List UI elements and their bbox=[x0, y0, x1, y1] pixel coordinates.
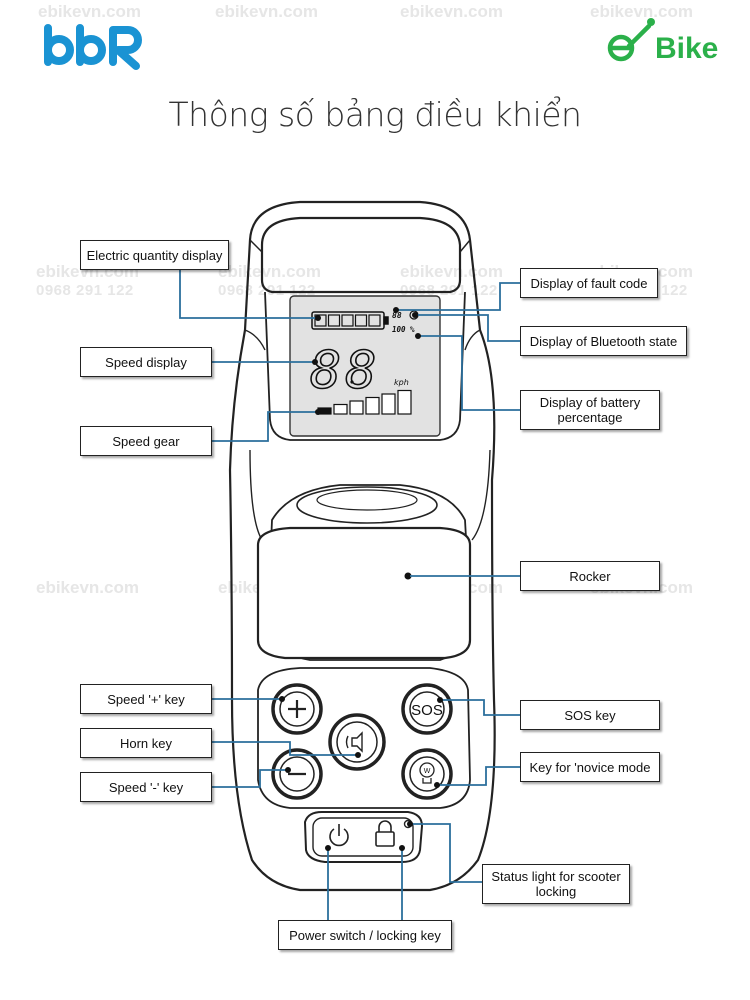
watermark: ebikevn.com bbox=[590, 2, 693, 21]
power-icon bbox=[329, 824, 349, 847]
leader-electric bbox=[179, 270, 318, 319]
battery-cell bbox=[354, 314, 368, 327]
ebike-logo: Bike bbox=[607, 18, 718, 65]
callout-battery-percentage: Display of battery percentage bbox=[520, 390, 660, 430]
lock-icon bbox=[375, 820, 395, 847]
screen-bezel bbox=[264, 291, 466, 441]
leader-horn bbox=[212, 741, 358, 756]
battery-cell bbox=[341, 314, 354, 327]
battery-bar bbox=[311, 311, 389, 330]
rocker bbox=[256, 526, 472, 660]
sos-button bbox=[401, 683, 453, 735]
callout-sos: SOS key bbox=[520, 700, 660, 730]
callout-rocker: Rocker bbox=[520, 561, 660, 591]
leader-battery bbox=[418, 335, 520, 411]
battery-percent-text: 100 % bbox=[392, 325, 415, 334]
leader-speed-minus bbox=[212, 769, 288, 788]
watermark: ebikevn.com bbox=[215, 2, 318, 21]
ebike-logo-text: Bike bbox=[655, 32, 718, 65]
callout-fault-code: Display of fault code bbox=[520, 268, 658, 298]
sos-button-label: SOS bbox=[411, 702, 443, 719]
leader-novice bbox=[437, 766, 520, 786]
battery-cells bbox=[314, 314, 381, 327]
button-panel bbox=[257, 667, 471, 809]
callout-electric-quantity: Electric quantity display bbox=[80, 240, 229, 270]
callout-speed-plus: Speed '+' key bbox=[80, 684, 212, 714]
horn-button bbox=[328, 713, 386, 771]
speed-plus-button bbox=[271, 683, 323, 735]
battery-cell bbox=[368, 314, 381, 327]
leader-speed-gear bbox=[212, 411, 318, 442]
speed-unit: kph bbox=[394, 378, 409, 387]
leader-bluetooth bbox=[415, 314, 520, 342]
callout-novice: Key for 'novice mode bbox=[520, 752, 660, 782]
battery-cell bbox=[314, 314, 327, 327]
gear-bar bbox=[397, 389, 412, 415]
callout-speed-gear: Speed gear bbox=[80, 426, 212, 456]
novice-mode-button bbox=[401, 748, 453, 800]
speed-minus-button bbox=[271, 748, 323, 800]
horn-icon bbox=[345, 731, 363, 753]
leader-fault bbox=[396, 282, 520, 311]
callout-bluetooth: Display of Bluetooth state bbox=[520, 326, 687, 356]
battery-cell bbox=[327, 314, 341, 327]
top-cup bbox=[260, 216, 462, 294]
callout-status-light: Status light for scooter locking bbox=[482, 864, 630, 904]
bbr-logo bbox=[44, 24, 142, 70]
speed-digits: 88 bbox=[310, 341, 381, 401]
page-title: Thông số bảng điều khiển bbox=[168, 95, 582, 134]
callout-speed-display: Speed display bbox=[80, 347, 212, 377]
watermark: ebikevn.com bbox=[36, 578, 139, 597]
watermark: ebikevn.com bbox=[38, 2, 141, 21]
callout-horn: Horn key bbox=[80, 728, 212, 758]
gear-bar bbox=[365, 396, 380, 415]
power-housing bbox=[304, 811, 423, 863]
gear-bar bbox=[349, 400, 364, 415]
controller-body bbox=[228, 200, 496, 892]
watermark: ebikevn.com bbox=[400, 2, 503, 21]
gear-bar bbox=[381, 393, 396, 415]
speed-gear-bars bbox=[317, 389, 412, 415]
callout-speed-minus: Speed '-' key bbox=[80, 772, 212, 802]
leader-status-light bbox=[410, 823, 482, 883]
callout-power: Power switch / locking key bbox=[278, 920, 452, 950]
leader-sos bbox=[440, 699, 520, 716]
gear-bar bbox=[333, 403, 348, 415]
fault-code-digits: 88 bbox=[392, 311, 402, 320]
novice-button-label: W bbox=[424, 768, 431, 775]
